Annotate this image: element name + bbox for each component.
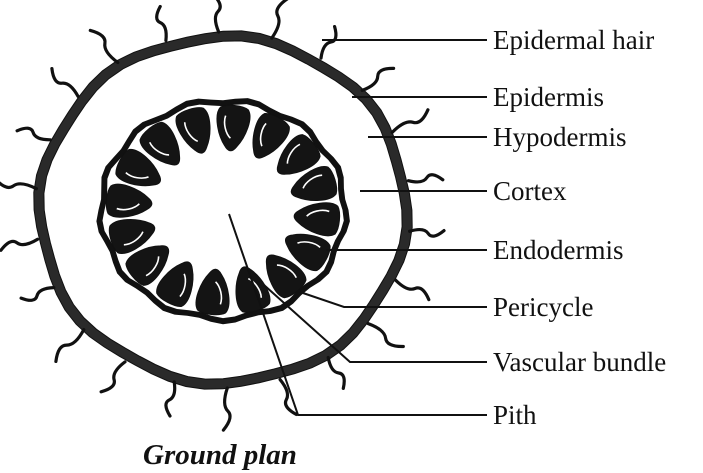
label-vascular-bundle: Vascular bundle xyxy=(493,347,666,377)
leader-lines xyxy=(229,40,487,415)
epidermal-hairs xyxy=(0,0,444,430)
epidermal-hair xyxy=(17,128,50,140)
vascular-bundle xyxy=(173,105,218,158)
epidermal-hair xyxy=(368,324,403,347)
label-cortex: Cortex xyxy=(493,176,567,206)
vascular-bundle xyxy=(228,262,273,315)
vascular-bundle xyxy=(293,200,342,237)
vascular-bundle xyxy=(195,268,232,317)
label-endodermis: Endodermis xyxy=(493,235,623,265)
epidermal-hair xyxy=(101,362,125,392)
label-epidermis: Epidermis xyxy=(493,82,604,112)
epidermal-hair xyxy=(1,239,38,250)
epidermal-hair xyxy=(321,27,336,58)
epidermal-hair xyxy=(328,358,344,389)
epidermal-hair xyxy=(56,330,84,362)
epidermis-ring xyxy=(34,31,412,389)
epidermal-hair xyxy=(408,175,442,182)
epidermal-hair xyxy=(410,230,444,237)
epidermal-hair xyxy=(223,388,230,430)
epidermal-hair xyxy=(0,179,36,189)
epidermal-hair xyxy=(213,0,220,32)
label-epidermal-hair: Epidermal hair xyxy=(493,25,654,55)
vascular-bundle xyxy=(105,183,154,220)
epidermal-hair xyxy=(166,382,175,416)
epidermal-hair xyxy=(52,69,78,97)
epidermal-hair xyxy=(90,30,118,62)
epidermal-hair xyxy=(272,0,288,38)
epidermal-hair xyxy=(21,288,54,301)
label-hypodermis: Hypodermis xyxy=(493,122,626,152)
vascular-bundle xyxy=(214,104,251,153)
diagram-caption: Ground plan xyxy=(143,439,297,471)
epidermal-hair xyxy=(362,68,393,90)
leader-pericycle xyxy=(300,292,487,307)
epidermal-hair xyxy=(396,280,429,299)
label-pericycle: Pericycle xyxy=(493,292,593,322)
leader-pith xyxy=(229,214,487,415)
epidermal-hair xyxy=(157,7,167,41)
epidermal-hair xyxy=(392,110,428,133)
label-pith: Pith xyxy=(493,400,537,430)
